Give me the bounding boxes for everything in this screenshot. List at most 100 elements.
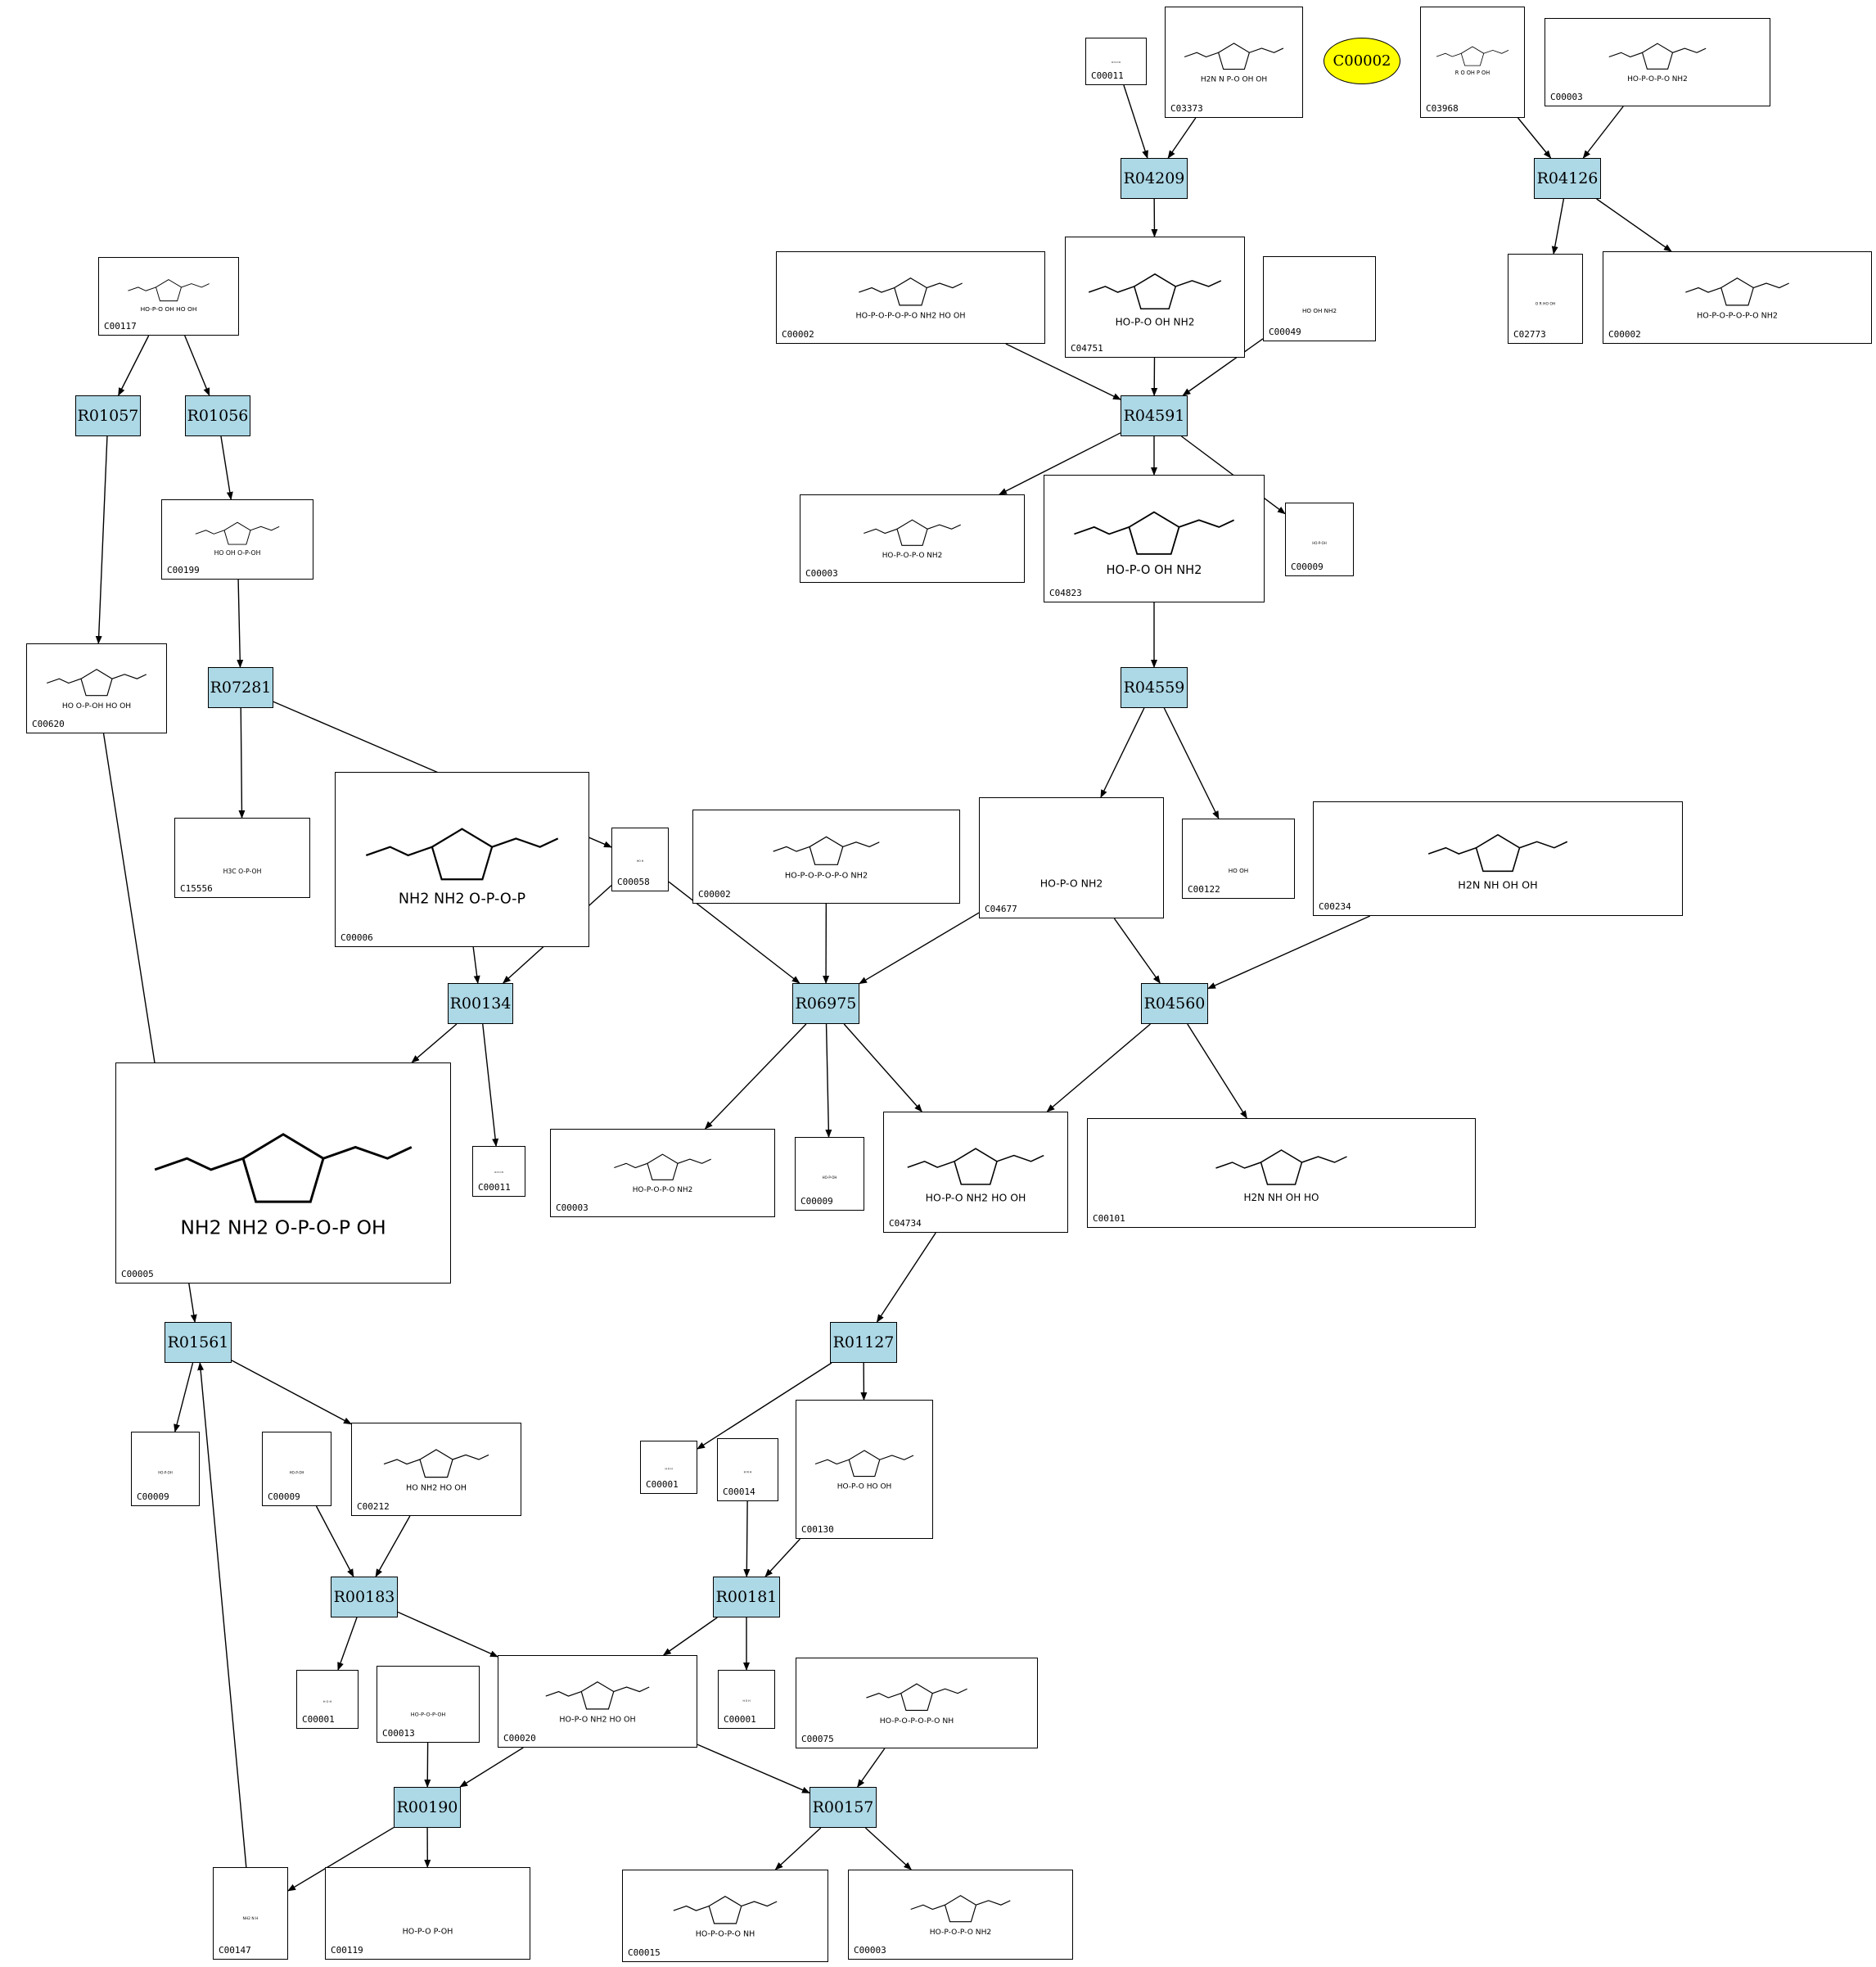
edge-R00157-a43 xyxy=(864,1827,912,1870)
structure-text: HO-P-O-P-O NH2 xyxy=(633,1186,693,1194)
structure-text: HO-P-O-P-OH xyxy=(411,1712,446,1718)
structure-drawing: H N H xyxy=(744,1470,752,1473)
highlight-compound-node[interactable]: C00002 xyxy=(1324,38,1400,84)
reaction-node-r01127[interactable]: R01127 xyxy=(830,1322,897,1363)
structure-text: H2N NH OH HO xyxy=(1243,1192,1319,1203)
edge-R04126-a9 xyxy=(1551,198,1565,255)
reaction-node-r04126[interactable]: R04126 xyxy=(1534,158,1601,199)
compound-structure: HO-P-O NH2 xyxy=(986,805,1157,898)
structure-drawing: HO-P-O-P-O NH xyxy=(673,1896,778,1939)
reaction-node-r01056[interactable]: R01056 xyxy=(185,395,250,436)
compound-structure: NH2 NH2 O-P-O-P xyxy=(342,779,582,927)
reaction-node-r04209[interactable]: R04209 xyxy=(1121,158,1188,199)
compound-id-label: C00002 xyxy=(1608,329,1641,340)
compound-node-c00015[interactable]: HO-P-O-P-O NH C00015 xyxy=(622,1870,828,1962)
compound-id-label: C00001 xyxy=(724,1714,756,1725)
reaction-node-r07281[interactable]: R07281 xyxy=(208,667,273,708)
edge-R01056-a11 xyxy=(220,435,233,500)
reaction-node-r00134[interactable]: R00134 xyxy=(448,983,513,1024)
compound-id-label: C00013 xyxy=(382,1728,415,1739)
reaction-node-r01057[interactable]: R01057 xyxy=(75,395,141,436)
compound-structure: HO-P-OH xyxy=(138,1439,192,1486)
compound-id-label: C00002 xyxy=(698,889,731,900)
structure-drawing: HO-P-O NH2 HO OH xyxy=(907,1148,1044,1204)
compound-structure: HO-P-O-P-OH xyxy=(384,1673,472,1722)
edge-R00190-a40 xyxy=(287,1826,395,1892)
reaction-node-r00157[interactable]: R00157 xyxy=(809,1787,877,1828)
reaction-label: R00183 xyxy=(333,1588,395,1606)
reaction-node-r00190[interactable]: R00190 xyxy=(394,1787,461,1828)
structure-drawing: HO-P-O-P-O NH2 xyxy=(1608,43,1707,83)
structure-drawing: HO-P-OH xyxy=(1312,541,1327,545)
structure-drawing: HO-P-O-P-OH xyxy=(411,1712,446,1718)
reaction-node-r04591[interactable]: R04591 xyxy=(1121,395,1188,436)
compound-structure: HO-P-O-P-O-P-O NH2 xyxy=(700,817,953,883)
compound-id-label: C00130 xyxy=(801,1524,834,1535)
compound-node-c00013[interactable]: HO-P-O-P-OH C00013 xyxy=(377,1666,480,1743)
reaction-node-r00181[interactable]: R00181 xyxy=(713,1577,780,1617)
compound-id-label: C00122 xyxy=(1188,884,1220,895)
compound-structure: HO-P-O-P-O-P-O NH2 xyxy=(1610,259,1865,323)
reaction-label: R04126 xyxy=(1536,169,1599,187)
reaction-node-r04560[interactable]: R04560 xyxy=(1141,983,1208,1024)
reaction-node-r00183[interactable]: R00183 xyxy=(331,1577,398,1617)
compound-id-label: C00075 xyxy=(801,1734,834,1744)
reaction-node-r04559[interactable]: R04559 xyxy=(1121,667,1188,708)
edge-a4-R04126 xyxy=(1582,106,1624,159)
compound-id-label: C00049 xyxy=(1269,327,1301,337)
compound-structure: R O OH P OH xyxy=(1427,14,1517,97)
compound-id-label: C00015 xyxy=(628,1947,661,1958)
reaction-label: R01056 xyxy=(187,407,249,425)
reaction-node-r06975[interactable]: R06975 xyxy=(792,983,859,1024)
reaction-node-r01561[interactable]: R01561 xyxy=(165,1322,232,1363)
edge-a40-R01561 xyxy=(197,1362,247,1868)
compound-structure: HO-P-OH xyxy=(1292,510,1346,556)
edge-a3-R04126 xyxy=(1517,117,1552,159)
reaction-label: R04591 xyxy=(1123,407,1185,425)
edge-a37-R00157 xyxy=(697,1744,810,1793)
structure-drawing: HO NH2 HO OH xyxy=(383,1449,489,1493)
